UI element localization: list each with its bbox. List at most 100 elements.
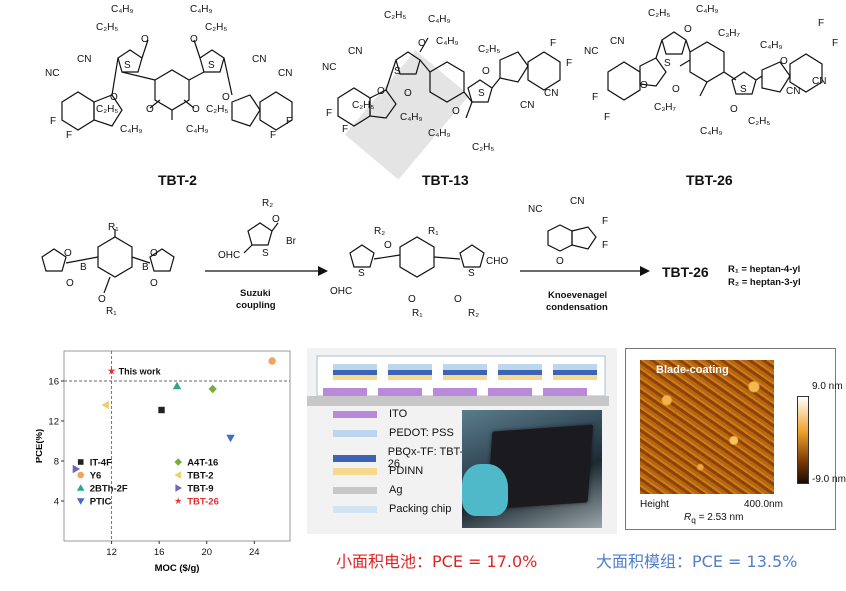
syn-o-int-2: O xyxy=(408,294,416,305)
legend-label-it-4f: IT-4F xyxy=(90,458,112,469)
afm-color-scale xyxy=(797,396,809,484)
layer-legend-item: PDINN xyxy=(333,465,423,477)
point-y6 xyxy=(268,357,276,365)
syn-f-1: F xyxy=(602,216,609,227)
cell-pedot xyxy=(553,364,597,370)
tbt13-o-2: O xyxy=(404,88,412,99)
tbt26-o-top: O xyxy=(684,24,692,35)
cell-pdinn xyxy=(388,375,432,380)
layer-name: Ag xyxy=(389,484,403,496)
tbt2-c2h5-bl: C₂H₅ xyxy=(96,104,119,115)
cell-active xyxy=(388,370,432,375)
layer-swatch xyxy=(333,486,377,494)
tbt2-f2: F xyxy=(66,130,73,141)
tbt13-o-keto: O xyxy=(482,66,490,77)
knoev-label-1: Knoevenagel xyxy=(548,290,608,301)
tbt26-c4h9-bottom: C₄H₉ xyxy=(700,126,723,137)
legend-marker-y6 xyxy=(77,471,85,479)
tbt26-c2h5-bottom: C₂H₅ xyxy=(748,116,771,127)
tbt26-o-3: O xyxy=(730,104,738,115)
product-label: TBT-26 xyxy=(662,264,709,280)
legend-label-ptic: PTIC xyxy=(90,497,112,508)
tbt26-o-2: O xyxy=(672,84,680,95)
tbt2-o-br: O xyxy=(192,104,200,115)
point-it-4f xyxy=(158,406,165,414)
afm-rq: Rq = 2.53 nm xyxy=(684,512,743,525)
afm-rq-value: = 2.53 nm xyxy=(695,512,744,523)
afm-scale-max: 9.0 nm xyxy=(812,381,843,392)
afm-rq-symbol: R xyxy=(684,512,692,523)
tbt13-c4h9-3: C₄H₉ xyxy=(400,112,423,123)
tbt26-cn-1: CN xyxy=(610,36,625,47)
tbt13-c2h5-4: C₂H₅ xyxy=(472,142,495,153)
legend-label-2bth-2f: 2BTh-2F xyxy=(90,484,128,495)
structures-row xyxy=(61,31,823,180)
this-work-annotation: This work xyxy=(119,367,162,377)
legend-marker-it-4f xyxy=(77,459,84,465)
knoev-label-2: condensation xyxy=(546,302,608,313)
tbt26-c2h5-top: C₂H₅ xyxy=(648,8,671,19)
tbt26-nc: NC xyxy=(584,46,599,57)
point-tbt-2 xyxy=(101,400,109,410)
syn-nc-2: NC xyxy=(528,204,543,215)
legend-label-tbt-9: TBT-9 xyxy=(187,484,213,495)
tbt26-o-keto: O xyxy=(780,56,788,67)
small-cell-result: 小面积电池：PCE = 17.0% xyxy=(336,552,538,571)
point-ptic xyxy=(226,434,235,443)
layer-name: ITO xyxy=(389,408,408,420)
tbt13-c4h9-4: C₄H₉ xyxy=(428,128,451,139)
afm-image xyxy=(640,360,774,494)
tbt2-c4h9-top: C₄H₉ xyxy=(111,4,134,15)
cell-active xyxy=(498,370,542,375)
module-result: 大面积模组：PCE = 13.5% xyxy=(596,552,798,571)
syn-s-int-2: S xyxy=(468,268,475,279)
tbt13-c2h5-2: C₂H₅ xyxy=(478,44,501,55)
syn-o-4: O xyxy=(150,278,158,289)
tbt26-structure xyxy=(607,31,823,101)
layer-swatch xyxy=(333,505,377,513)
y-axis-label: PCE(%) xyxy=(36,429,45,463)
syn-ohc-int: OHC xyxy=(330,286,353,297)
syn-r1-int-b: R₁ xyxy=(412,308,423,319)
tbt13-c4h9-2: C₄H₉ xyxy=(436,36,459,47)
plot-frame xyxy=(63,350,291,542)
syn-o-2: O xyxy=(66,278,74,289)
cell-pdinn xyxy=(333,375,377,380)
cell-pedot xyxy=(388,364,432,370)
layer-name: Packing chip xyxy=(389,503,452,515)
tbt2-c2h5-top-left: C₂H₅ xyxy=(96,22,119,33)
syn-b-left: B xyxy=(80,262,87,273)
point-tbt-26 xyxy=(107,366,116,375)
cell-active xyxy=(333,370,377,375)
tbt2-c2h5-br: C₂H₅ xyxy=(206,104,229,115)
syn-o-3: O xyxy=(150,248,158,259)
tbt2-c2h5-top-right: C₂H₅ xyxy=(205,22,228,33)
syn-r2-reagent: R₂ xyxy=(262,198,274,209)
tbt26-c3h7-2: C₃H₇ xyxy=(654,102,676,113)
syn-cho: CHO xyxy=(486,256,509,267)
tbt2-label: TBT-2 xyxy=(158,172,197,188)
tbt26-cn-3: CN xyxy=(812,76,827,87)
layer-name: PDINN xyxy=(389,465,424,477)
module-photo xyxy=(462,410,602,528)
tbt13-nc: NC xyxy=(322,62,337,73)
layer-legend-item: Packing chip xyxy=(333,503,451,515)
tbt13-s-1: S xyxy=(394,66,401,77)
layer-swatch xyxy=(333,467,377,475)
tbt13-f1: F xyxy=(326,108,333,119)
point-2bth-2f xyxy=(172,381,182,390)
tbt2-nc: NC xyxy=(45,68,60,79)
tbt2-c4h9-bl: C₄H₉ xyxy=(120,124,143,135)
x-tick-label: 12 xyxy=(106,547,117,558)
r2-definition: R₂ = heptan-3-yl xyxy=(728,277,801,288)
tbt26-f2: F xyxy=(604,112,611,123)
legend-marker-tbt-2 xyxy=(174,471,181,479)
tbt13-f2: F xyxy=(342,124,349,135)
cell-pdinn xyxy=(553,375,597,380)
point-a4t-16 xyxy=(208,384,217,394)
tbt2-o-tl: O xyxy=(141,34,149,45)
tbt26-o-keto2: O xyxy=(640,80,648,91)
syn-r1-top: R₁ xyxy=(108,222,119,233)
syn-o-int-1: O xyxy=(384,240,392,251)
